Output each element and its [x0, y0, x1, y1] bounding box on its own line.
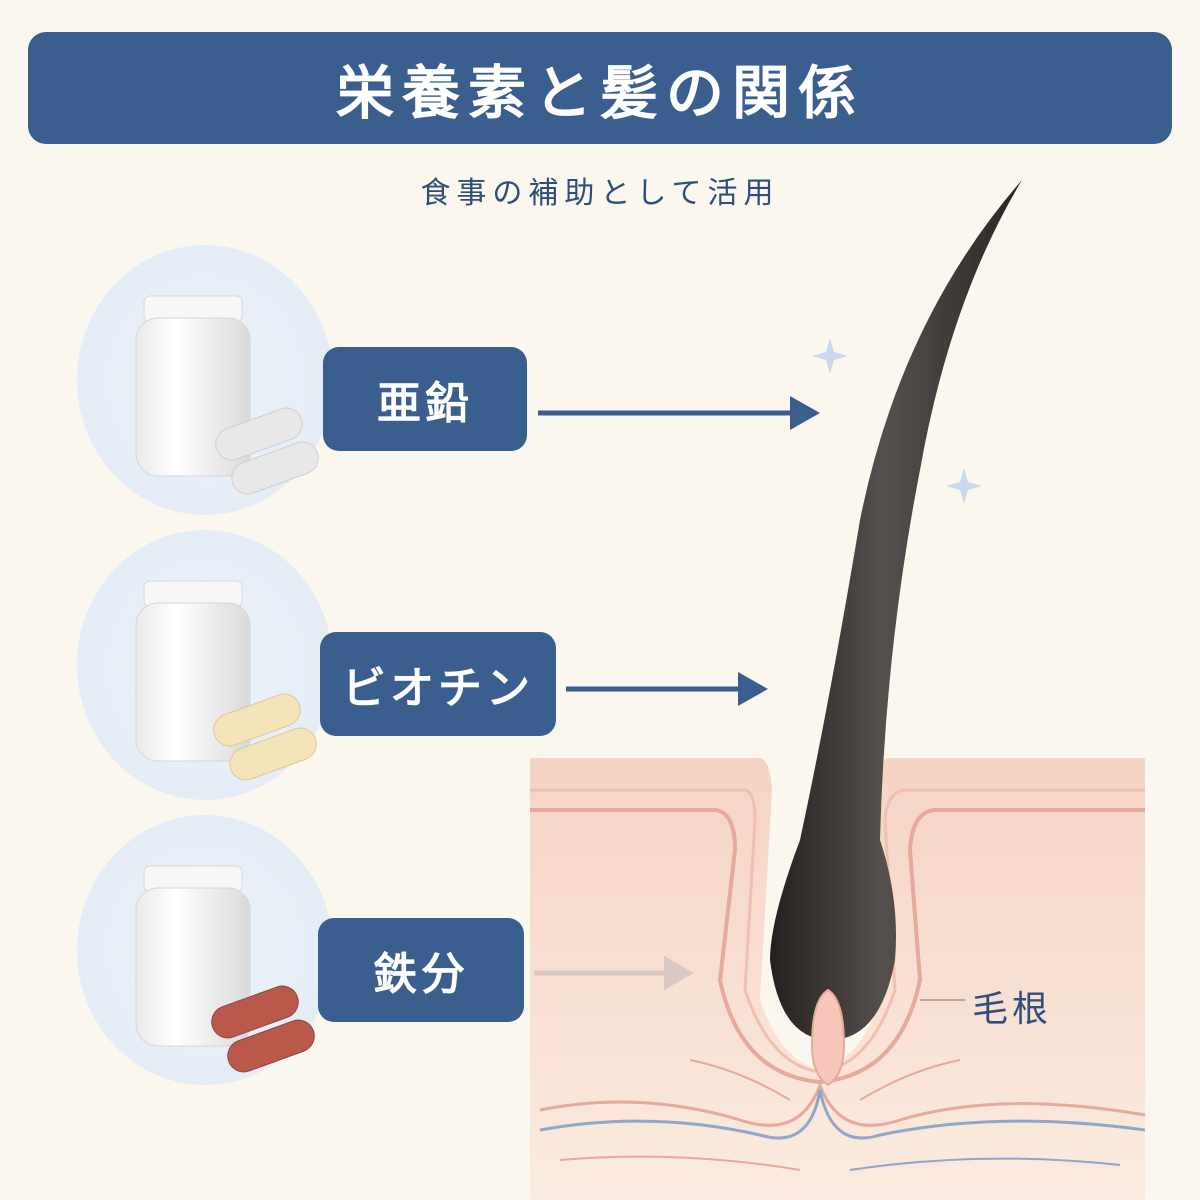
skin-cross-section: [530, 758, 1146, 1200]
hair-root-label: 毛根: [972, 989, 1053, 1030]
zinc-supplement-icon: [77, 245, 333, 515]
hair-strand: [770, 180, 1022, 1040]
iron-supplement-icon: [77, 815, 333, 1085]
title-banner: 栄養素と髪の関係: [28, 32, 1172, 144]
page-title: 栄養素と髪の関係: [335, 59, 864, 127]
arrow-icon: [566, 672, 768, 706]
sparkle-icon: [812, 338, 848, 374]
page-subtitle: 食事の補助として活用: [420, 176, 780, 211]
nutrient-label-iron: 鉄分: [318, 918, 524, 1022]
nutrient-label-zinc: 亜鉛: [323, 347, 527, 451]
biotin-supplement-icon: [77, 530, 333, 800]
nutrient-label-biotin: ビオチン: [320, 632, 556, 736]
dermal-papilla: [810, 988, 846, 1087]
arrow-icon: [538, 396, 820, 430]
sparkle-icon: [946, 468, 982, 504]
